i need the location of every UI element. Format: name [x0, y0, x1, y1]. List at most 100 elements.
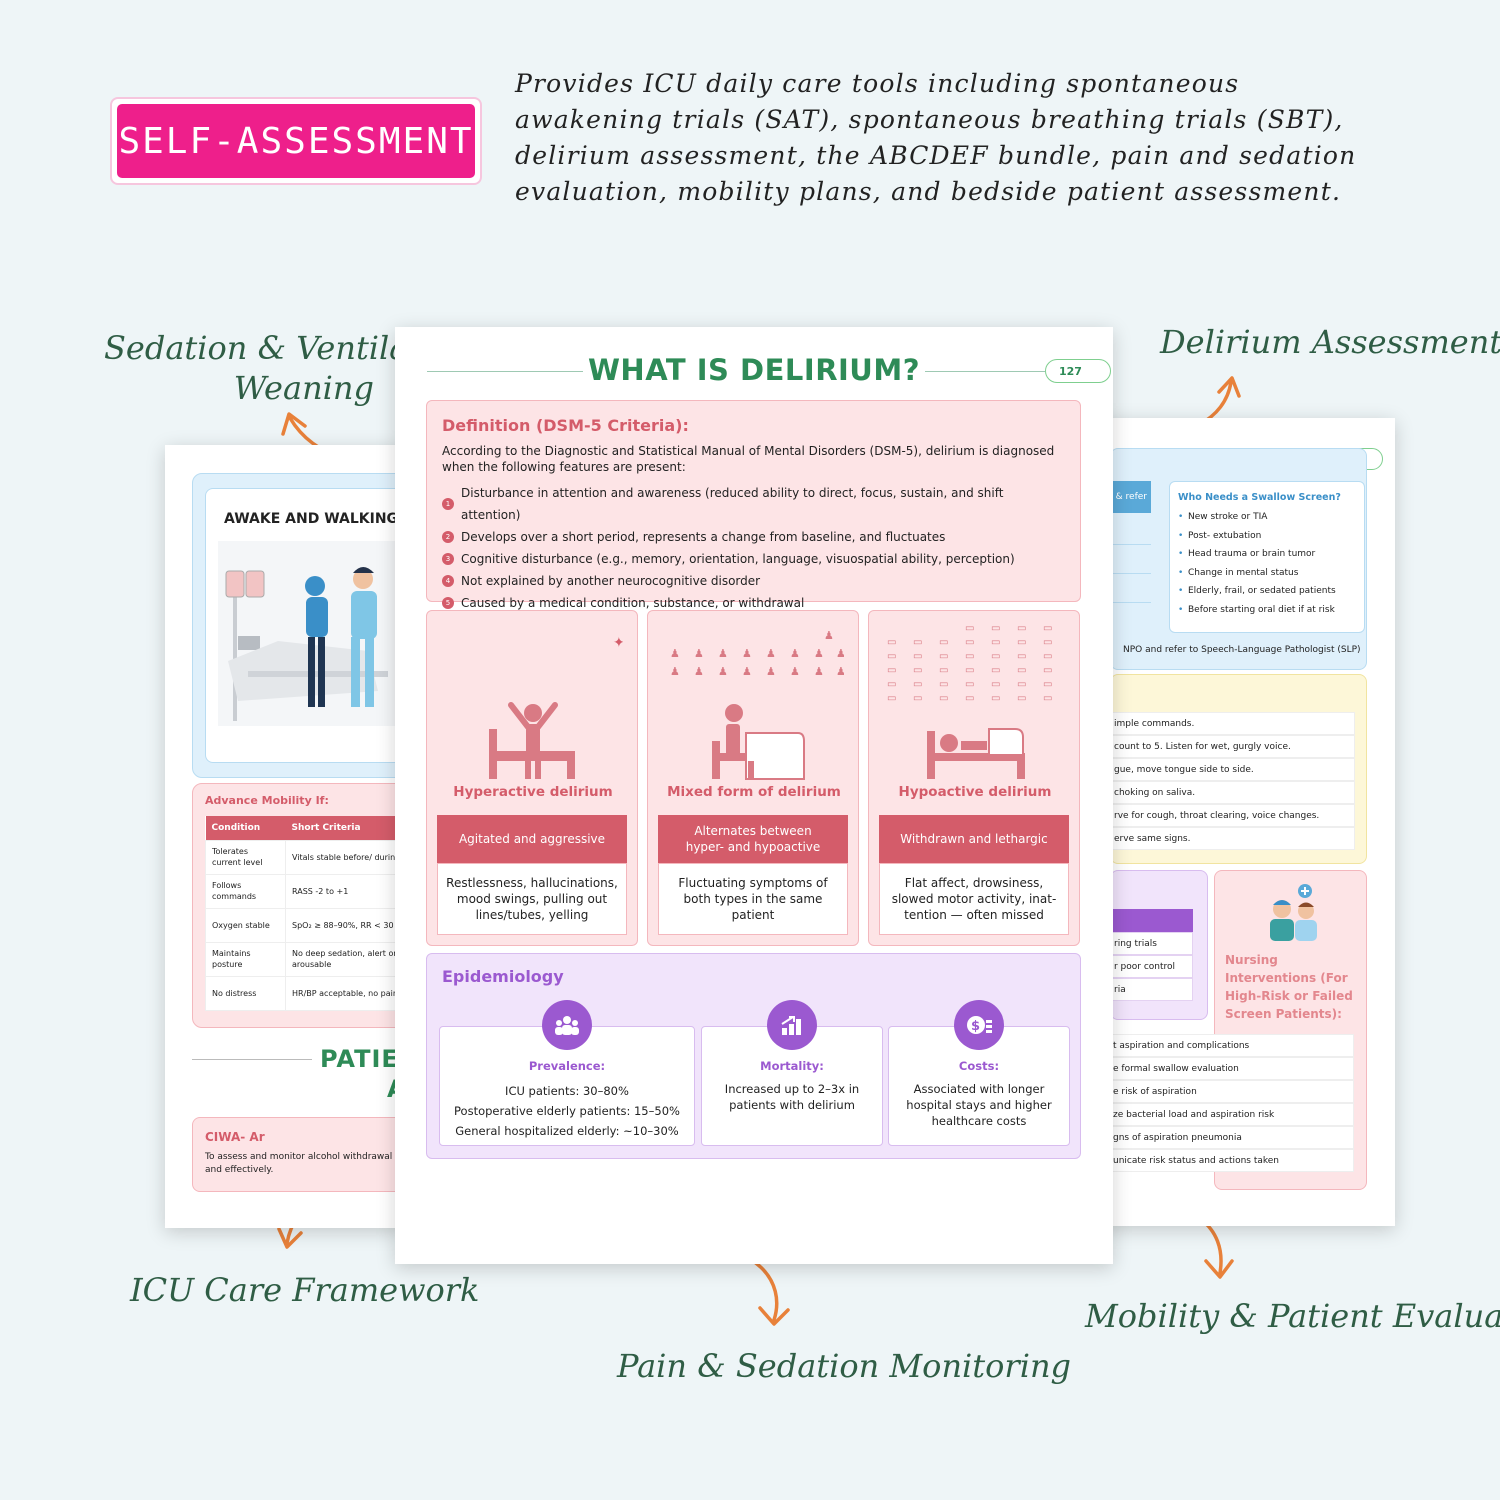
list-item: Head trauma or brain tumor: [1178, 545, 1356, 564]
svg-text:▭: ▭: [913, 679, 922, 690]
table-cell: Maintains posture: [205, 941, 286, 977]
nurse-walking-icon: [225, 567, 388, 721]
definition-intro: According to the Diagnostic and Statisti…: [442, 444, 1055, 474]
type-name: Mixed form of delirium: [667, 784, 841, 800]
self-assessment-badge: SELF-ASSESSMENT: [110, 97, 482, 185]
divider: [925, 371, 1045, 372]
table-cell: HR/BP acceptable, no pain/sweating: [285, 975, 405, 1011]
table-row: Follows commands RASS -2 to +1: [205, 873, 405, 909]
nursing-interventions-title: Nursing Interventions (For High-Risk or …: [1225, 953, 1353, 1021]
bar-chart-icon: [767, 1000, 817, 1050]
epidemiology-section: Epidemiology Prevalence: ICU patients: 3…: [426, 953, 1081, 1159]
costs-label: Costs:: [958, 1059, 1000, 1073]
purple-section: ring trials r poor control ria: [1110, 870, 1208, 1020]
npo-note: NPO and refer to Speech-Language Patholo…: [1123, 645, 1361, 655]
table-cell: No distress: [205, 975, 286, 1011]
svg-text:♟: ♟: [766, 665, 776, 678]
swallow-screen-card: Who Needs a Swallow Screen? New stroke o…: [1169, 481, 1365, 633]
swallow-screen-title: Who Needs a Swallow Screen?: [1178, 492, 1341, 503]
table-cell: Follows commands: [205, 873, 286, 909]
refer-bar: & refer: [1111, 481, 1151, 513]
type-summary: Agitated and aggressive: [437, 815, 627, 863]
page-title: WHAT IS DELIRIUM?: [587, 353, 921, 387]
number-badge: 3: [442, 553, 454, 565]
svg-text:▭: ▭: [1017, 623, 1026, 634]
type-description: Flat affect, drowsiness, slowed motor ac…: [879, 863, 1069, 935]
advance-mobility-section: Advance Mobility If: Condition Short Cri…: [192, 783, 405, 1028]
table-cell: No deep sedation, alert or arousable: [285, 941, 405, 977]
page-number: 127: [1045, 359, 1111, 383]
badge-label: SELF-ASSESSMENT: [117, 104, 475, 178]
patient-heading-fragment: PATIE: [320, 1045, 399, 1073]
table-cell: SpO₂ ≥ 88–90%, RR < 30: [285, 907, 405, 943]
intro-text: Provides ICU daily care tools including …: [515, 69, 1357, 206]
svg-text:♟: ♟: [718, 647, 728, 660]
list-item: rve for cough, throat clearing, voice ch…: [1111, 804, 1355, 827]
number-badge: 5: [442, 597, 454, 609]
svg-text:▭: ▭: [965, 679, 974, 690]
divider: [1111, 544, 1151, 545]
divider: [1111, 573, 1151, 574]
purple-header-bar: [1111, 909, 1193, 932]
list-item: erve same signs.: [1111, 827, 1355, 850]
type-summary: Withdrawn and lethargic: [879, 815, 1069, 863]
definition-section: Definition (DSM-5 Criteria): According t…: [426, 400, 1081, 610]
table-header-row: Condition Short Criteria: [205, 816, 405, 840]
svg-text:▭: ▭: [913, 651, 922, 662]
divider: [427, 371, 583, 372]
list-item: count to 5. Listen for wet, gurgly voice…: [1111, 735, 1355, 758]
feature-sedation-line1: Sedation & Ventilation: [104, 329, 472, 367]
svg-text:♟: ♟: [742, 665, 752, 678]
number-badge: 2: [442, 531, 454, 543]
type-name: Hypoactive delirium: [898, 784, 1052, 800]
hyperactive-card: ✦ Hyperactive delirium Agitated and aggr…: [426, 610, 638, 946]
chair-pattern-icon: ♟ ♟♟♟♟♟♟♟♟ ♟♟♟♟♟♟♟♟: [670, 629, 844, 678]
ciwa-section: CIWA- Ar To assess and monitor alcohol w…: [192, 1117, 405, 1192]
svg-text:$: $: [971, 1019, 980, 1034]
list-item: Post- extubation: [1178, 527, 1356, 546]
svg-text:▭: ▭: [939, 637, 948, 648]
svg-text:▭: ▭: [991, 637, 1000, 648]
nurses-icon: [1270, 884, 1317, 941]
list-item: r poor control: [1111, 955, 1193, 978]
svg-text:♟: ♟: [836, 665, 844, 678]
swallow-steps-section: imple commands. count to 5. Listen for w…: [1110, 674, 1367, 864]
list-item: Elderly, frail, or sedated patients: [1178, 582, 1356, 601]
feature-sedation: Sedation & Ventilation Weaning: [104, 328, 472, 408]
epidemiology-title: Epidemiology: [442, 967, 564, 986]
svg-text:▭: ▭: [965, 693, 974, 701]
list-item: Change in mental status: [1178, 564, 1356, 583]
svg-text:▭: ▭: [965, 651, 974, 662]
awake-walking-title: AWAKE AND WALKING: [224, 511, 399, 527]
svg-text:▭: ▭: [1017, 665, 1026, 676]
svg-text:▭: ▭: [991, 679, 1000, 690]
prevalence-label: Prevalence:: [528, 1059, 606, 1073]
list-item: imple commands.: [1111, 712, 1355, 735]
table-row: Tolerates current level Vitals stable be…: [205, 839, 405, 875]
list-item: e formal swallow evaluation: [1110, 1057, 1354, 1080]
svg-text:▭: ▭: [887, 651, 896, 662]
feature-mobility: Mobility & Patient Evaluation: [1085, 1297, 1500, 1335]
svg-text:♟: ♟: [670, 647, 680, 660]
svg-text:▭: ▭: [887, 693, 896, 701]
definition-title: Definition (DSM-5 Criteria):: [442, 416, 689, 435]
list-item: New stroke or TIA: [1178, 508, 1356, 527]
awake-walking-card: AWAKE AND WALKING: [205, 488, 405, 763]
stick-figure-pattern-icon: ✦: [613, 635, 623, 651]
swallow-screen-list: New stroke or TIA Post- extubation Head …: [1178, 508, 1356, 619]
criteria-text: Cognitive disturbance (e.g., memory, ori…: [461, 552, 1015, 566]
walking-illustration: [218, 541, 405, 726]
svg-text:✦: ✦: [613, 635, 623, 651]
svg-text:▭: ▭: [1043, 679, 1052, 690]
svg-text:♟: ♟: [694, 665, 704, 678]
svg-text:♟: ♟: [718, 665, 728, 678]
svg-text:▭: ▭: [1043, 637, 1052, 648]
svg-text:▭: ▭: [1043, 665, 1052, 676]
table-row: Maintains posture No deep sedation, aler…: [205, 941, 405, 977]
right-page-preview: 135 & refer Who Needs a Swallow Screen? …: [1100, 418, 1395, 1226]
swallow-screen-section: & refer Who Needs a Swallow Screen? New …: [1110, 448, 1367, 670]
